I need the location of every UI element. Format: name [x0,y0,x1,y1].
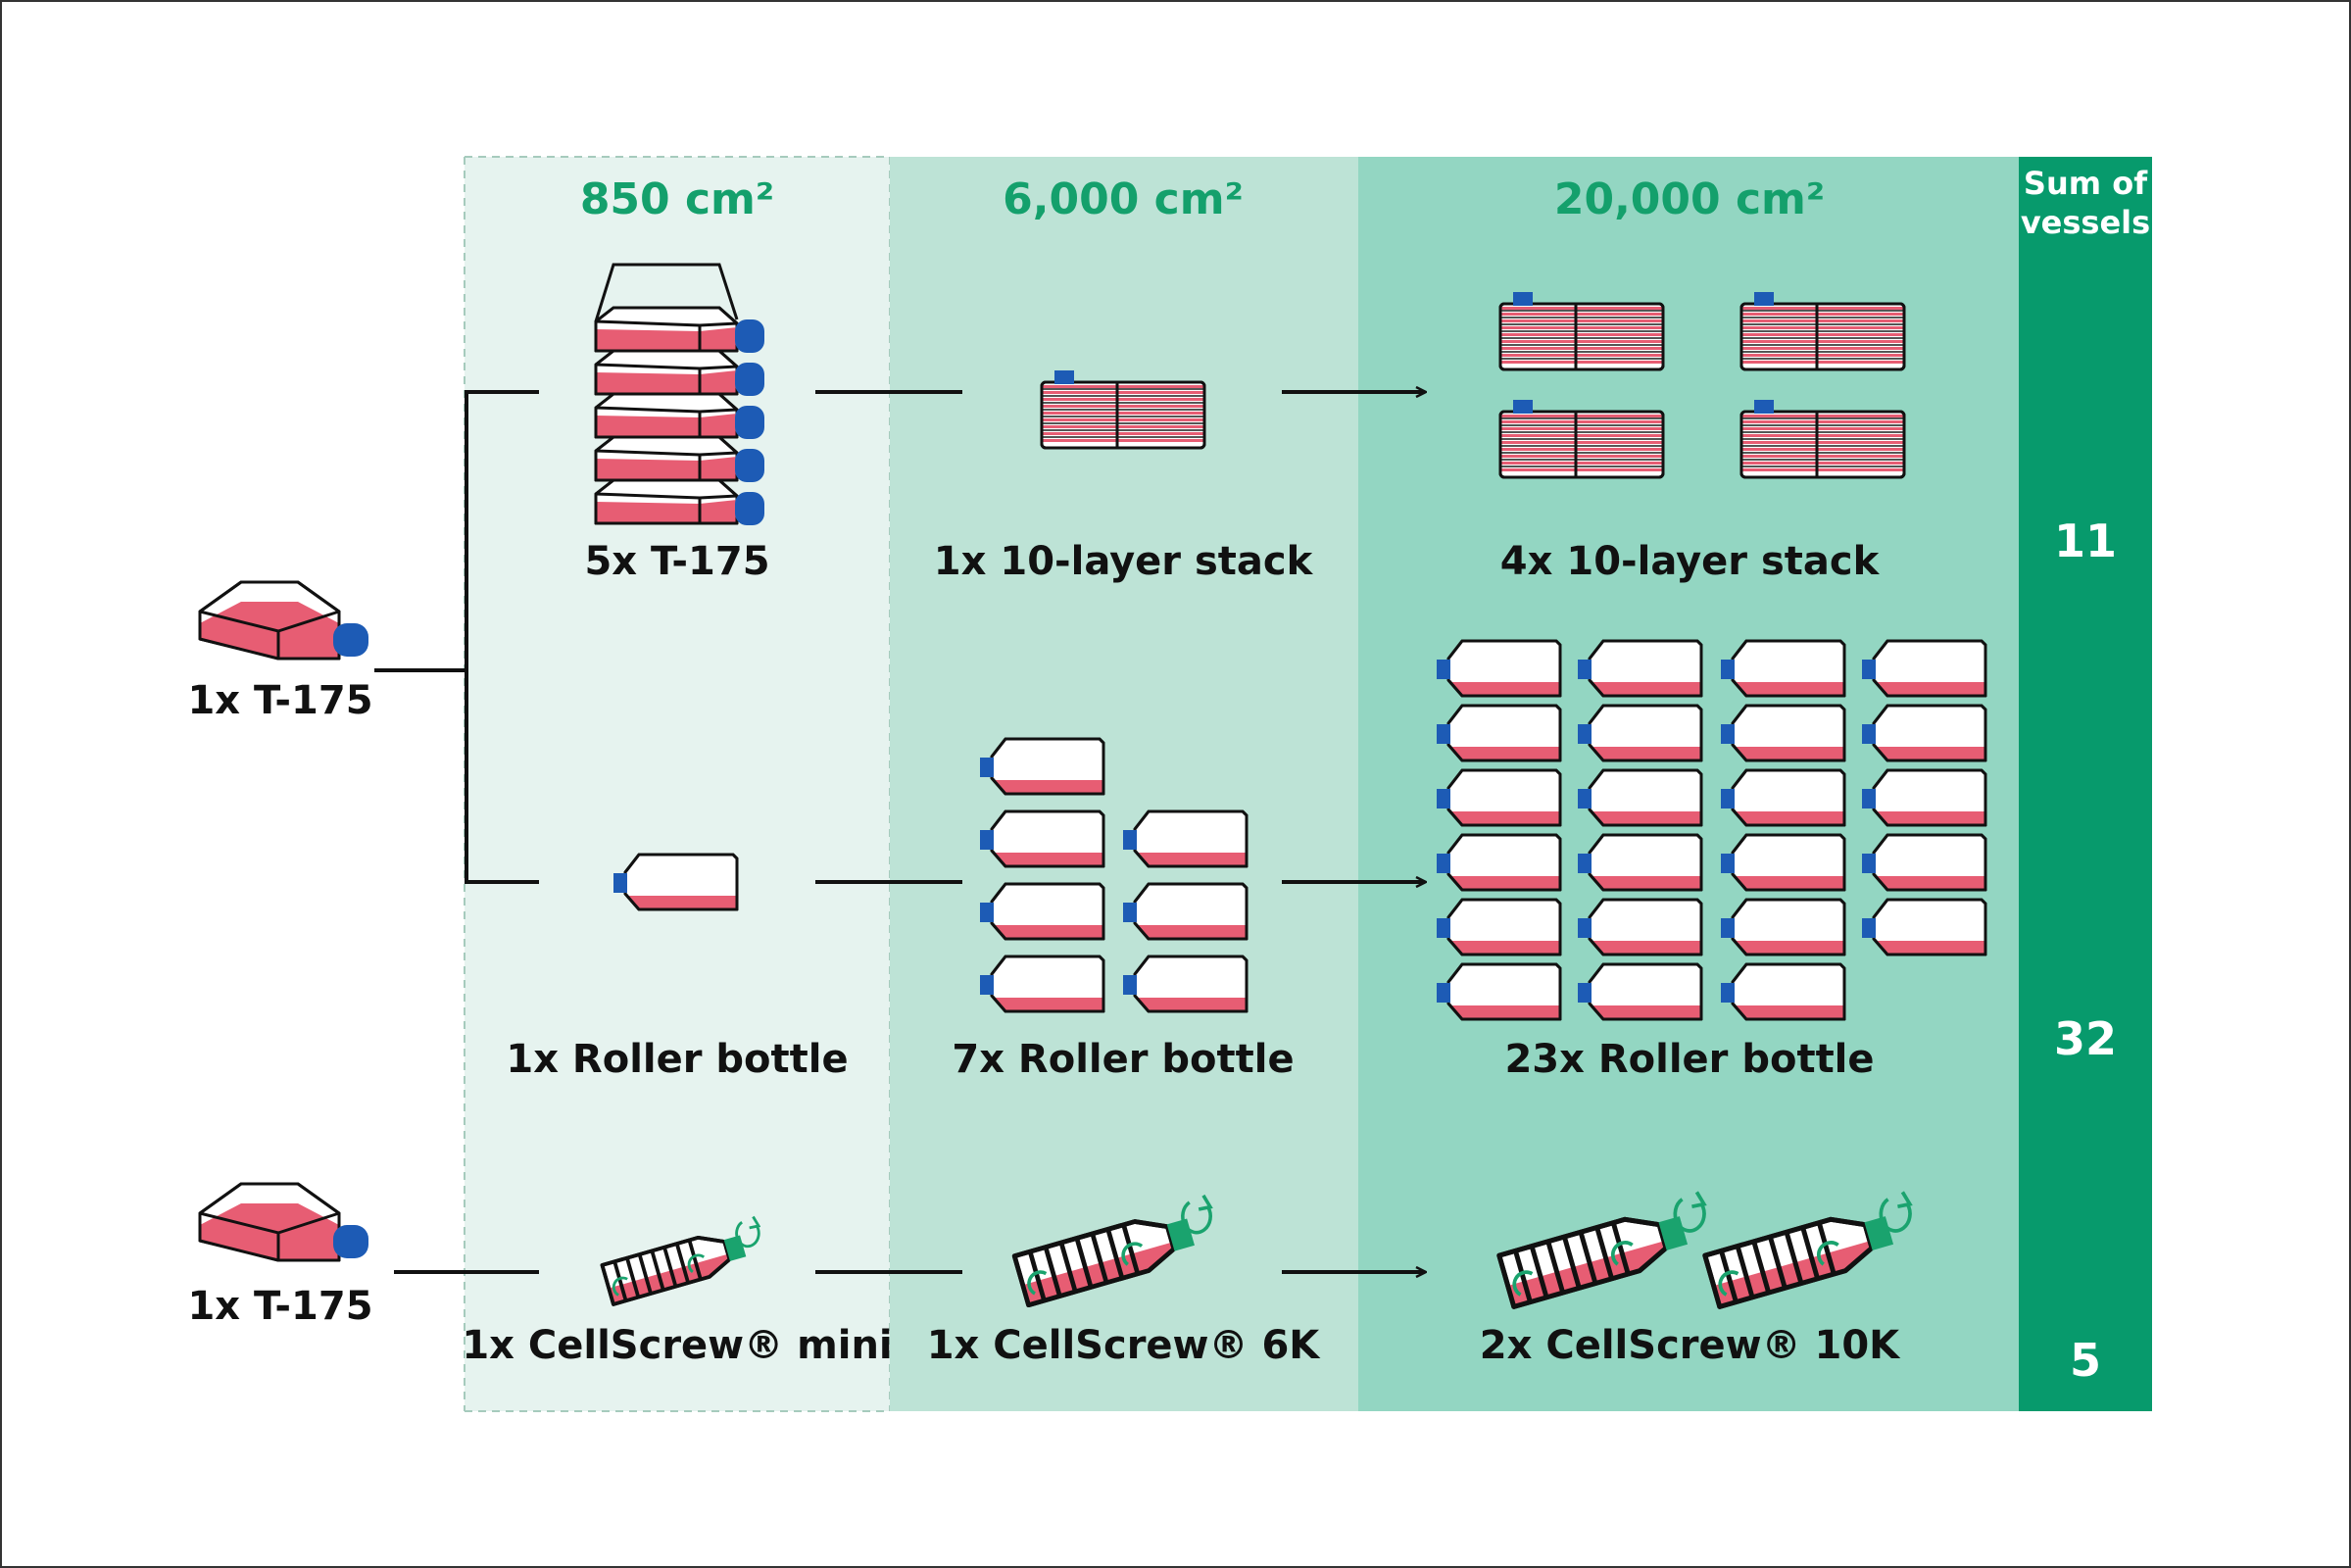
roller-bottle-icon [1578,768,1703,827]
roller-bottle-icon [1578,833,1703,892]
roller-bottle-icon [1123,809,1249,868]
label-screw-6000: 1x CellScrew® 6K [927,1323,1322,1368]
ten-layer-stack-icon [1498,292,1665,371]
roller-bottle-icon [1437,833,1562,892]
split-bracket [465,390,539,884]
roller-bottle-icon [980,809,1105,868]
area-header-850: 850 cm² [580,174,774,224]
roller-bottle-icon [1578,962,1703,1021]
roller-bottle-icon [1578,639,1703,698]
roller-bottle-icon [980,882,1105,941]
sum-column [2019,157,2152,1411]
ten-layer-stack-icon [1498,400,1665,479]
roller-bottle-icon [1862,833,1987,892]
roller-bottle-icon [1721,768,1846,827]
roller-bottle-icon [1721,962,1846,1021]
roller-bottle-icon [1862,639,1987,698]
label-screw-20000: 2x CellScrew® 10K [1480,1323,1901,1368]
roller-bottle-icon [1437,962,1562,1021]
roller-bottle-icon [1862,768,1987,827]
roller-bottle-icon [1437,639,1562,698]
label-roller-850: 1x Roller bottle [506,1037,848,1082]
sum-flask: 11 [2054,514,2117,567]
label-screw-850: 1x CellScrew® mini [462,1323,892,1368]
roller-bottle-icon [1123,882,1249,941]
label-flask-850: 5x T-175 [584,539,769,584]
roller-bottle-icon [1862,898,1987,956]
roller-bottle-icon [1123,955,1249,1013]
roller-bottle-icon [1437,704,1562,762]
start-label-top: 1x T-175 [187,678,372,723]
roller-bottle-icon [1721,898,1846,956]
ten-layer-stack-icon [1739,400,1906,479]
roller-bottle-icon [1721,639,1846,698]
label-flask-20000: 4x 10-layer stack [1500,539,1881,584]
area-header-6000: 6,000 cm² [1003,174,1244,224]
roller-bottle-icon [1578,898,1703,956]
roller-bottle-icon [1862,704,1987,762]
connectors [374,392,1425,1272]
roller-bottle-icon [1721,833,1846,892]
sum-roller: 32 [2054,1012,2117,1065]
label-flask-6000: 1x 10-layer stack [934,539,1314,584]
label-roller-6000: 7x Roller bottle [952,1037,1294,1082]
roller-bottle-icon [1578,704,1703,762]
sum-cellscrew: 5 [2070,1334,2101,1387]
roller-bottle-icon [980,955,1105,1013]
ten-layer-stack-icon [1739,292,1906,371]
sum-header-line1: Sum of [2024,165,2148,202]
sum-header-line2: vessels [2021,204,2150,241]
ten-layer-stack-icon [1040,370,1206,450]
roller-bottle-icon [613,853,739,911]
roller-bottle-icon [980,737,1105,796]
zone-6000 [890,157,1358,1411]
label-roller-20000: 23x Roller bottle [1504,1037,1874,1082]
start-label-bottom: 1x T-175 [187,1284,372,1329]
roller-bottle-icon [1437,898,1562,956]
area-header-20000: 20,000 cm² [1554,174,1825,224]
roller-bottle-icon [1437,768,1562,827]
stack-top-outline [594,263,739,322]
roller-bottle-icon [1721,704,1846,762]
t175-stack [594,263,766,527]
